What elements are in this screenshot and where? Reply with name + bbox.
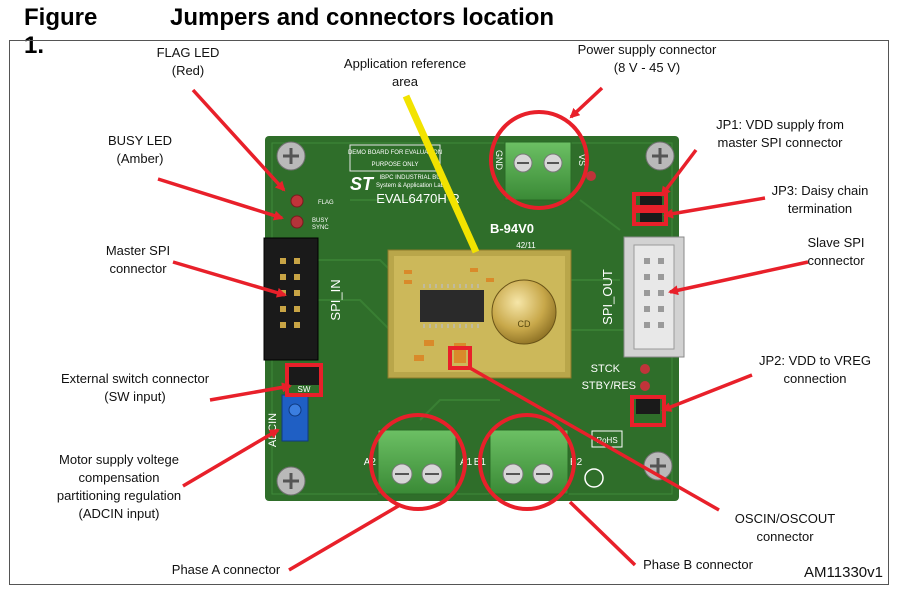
callout-flag-led: FLAG LED (Red)	[156, 45, 220, 78]
master-spi-connector	[263, 237, 319, 361]
silk-purpose: PURPOSE ONLY	[372, 162, 419, 168]
callout-app-ref: Application reference area	[343, 56, 467, 89]
power-supply-circle	[489, 110, 589, 210]
silk-cap: CD	[518, 319, 531, 329]
figure-number: Figure 1.	[24, 4, 98, 59]
driver-ic	[420, 290, 484, 322]
callout-power-supply: Power supply connector (8 V - 45 V)	[577, 42, 717, 75]
adcin-trimmer	[281, 394, 309, 442]
busy-led	[290, 215, 304, 229]
silk-sw: SW	[298, 385, 311, 394]
silk-b2: B2	[570, 457, 583, 468]
silk-part-name: EVAL6470H R	[376, 191, 460, 206]
sw-box	[285, 363, 323, 397]
electrolytic-cap	[491, 279, 557, 345]
silk-date-code: 42/11	[516, 241, 536, 250]
jp1-box	[632, 192, 668, 209]
callout-motor-supply: Motor supply voltege compensation partit…	[56, 452, 182, 521]
mounting-screw-tr	[645, 141, 675, 171]
silk-gnd: GND	[494, 150, 504, 171]
callout-jp1: JP1: VDD supply from master SPI connecto…	[716, 117, 844, 150]
silk-demo-board: DEMO BOARD FOR EVALUATION	[348, 150, 442, 156]
callout-slave-spi: Slave SPI connector	[807, 235, 865, 268]
callout-master-spi: Master SPI connector	[105, 243, 171, 276]
power-supply-terminal	[504, 141, 572, 201]
silk-syslab: System & Application Lab	[376, 183, 445, 189]
app-ref-pointer	[402, 94, 480, 254]
silk-flag: FLAG	[318, 200, 334, 206]
phase-a-circle	[369, 413, 467, 511]
callout-jp2: JP2: VDD to VREG connection	[759, 353, 871, 386]
callout-phase-a: Phase A connector	[171, 562, 281, 577]
mounting-screw-tl	[276, 141, 306, 171]
silk-spi-in: SPI_IN	[328, 279, 343, 320]
figure-reference-id: AM11330v1	[804, 564, 883, 581]
osc-box	[448, 346, 472, 370]
silk-stck: STCK	[591, 363, 621, 375]
callout-phase-b: Phase B connector	[643, 557, 753, 572]
callout-ext-switch: External switch connector (SW input)	[60, 371, 210, 404]
st-logo: ST	[350, 174, 375, 194]
silk-busy: BUSY	[312, 218, 328, 224]
callout-osc: OSCIN/OSCOUT connector	[734, 511, 836, 544]
silk-pcb-code: B-94V0	[490, 221, 534, 236]
silk-ibpc: IBPC INDUSTRIAL BU	[379, 175, 440, 181]
figure-title: Jumpers and connectors location	[170, 4, 555, 31]
flag-led	[290, 194, 304, 208]
phase-a-terminal	[377, 429, 457, 495]
silk-stby: STBY/RES	[582, 380, 636, 392]
callout-jp3: JP3: Daisy chain termination	[771, 183, 869, 216]
mounting-screw-bl	[276, 466, 306, 496]
silk-sync: SYNC	[312, 225, 329, 231]
silk-vs: VS	[577, 154, 587, 166]
silk-rohs: RoHS	[596, 436, 617, 445]
figure-frame	[9, 40, 889, 585]
phase-b-terminal	[489, 429, 569, 495]
callout-busy-led: BUSY LED (Amber)	[107, 133, 173, 166]
phase-b-circle	[478, 413, 576, 511]
silk-spi-out: SPI_OUT	[600, 269, 615, 325]
